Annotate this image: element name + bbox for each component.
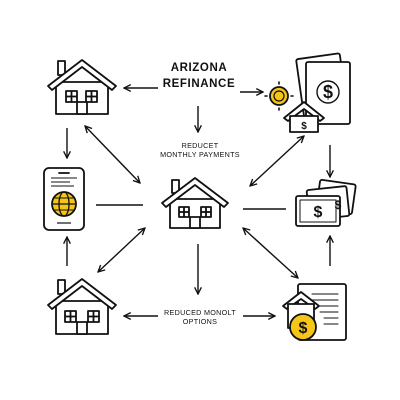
label-bottom-line-2: OPTIONS: [182, 317, 218, 326]
label-top-line-1: REDUCET: [181, 141, 219, 150]
svg-text:$: $: [323, 82, 333, 102]
arrow-center-to-doc: [243, 228, 298, 278]
arrow-center-to-money: [250, 136, 304, 186]
dollar-coin-icon: $: [289, 313, 317, 341]
svg-text:$: $: [299, 320, 308, 337]
svg-text:$: $: [335, 198, 342, 212]
house-top-left-icon: [47, 59, 117, 115]
house-bottom-left-icon: [47, 278, 117, 335]
smartphone-globe-icon: [43, 167, 85, 231]
label-reduce-monthly-payments: REDUCET MONTHLY PAYMENTS: [140, 141, 260, 159]
arrow-center-to-house-bottom-left: [98, 228, 145, 272]
small-house-icon: $: [283, 101, 325, 133]
svg-text:$: $: [301, 121, 307, 132]
coin-icon: [264, 81, 294, 111]
house-center-icon: [161, 177, 229, 229]
title-line-2: REFINANCE: [162, 78, 236, 90]
money-stack-house-coin-icon: $ $: [264, 52, 351, 133]
title-line-1: ARIZONA: [170, 62, 228, 74]
dollar-bills-icon: $ $: [295, 178, 357, 227]
diagram-title: ARIZONA REFINANCE: [140, 60, 258, 92]
label-bottom-line-1: REDUCED MONOLT: [164, 308, 236, 317]
arrow-house-top-left-to-center: [85, 126, 140, 183]
label-reduced-options: REDUCED MONOLT OPTIONS: [140, 308, 260, 326]
label-top-line-2: MONTHLY PAYMENTS: [160, 150, 240, 159]
document-house-coin-icon: $: [282, 283, 347, 341]
svg-text:$: $: [314, 204, 323, 221]
